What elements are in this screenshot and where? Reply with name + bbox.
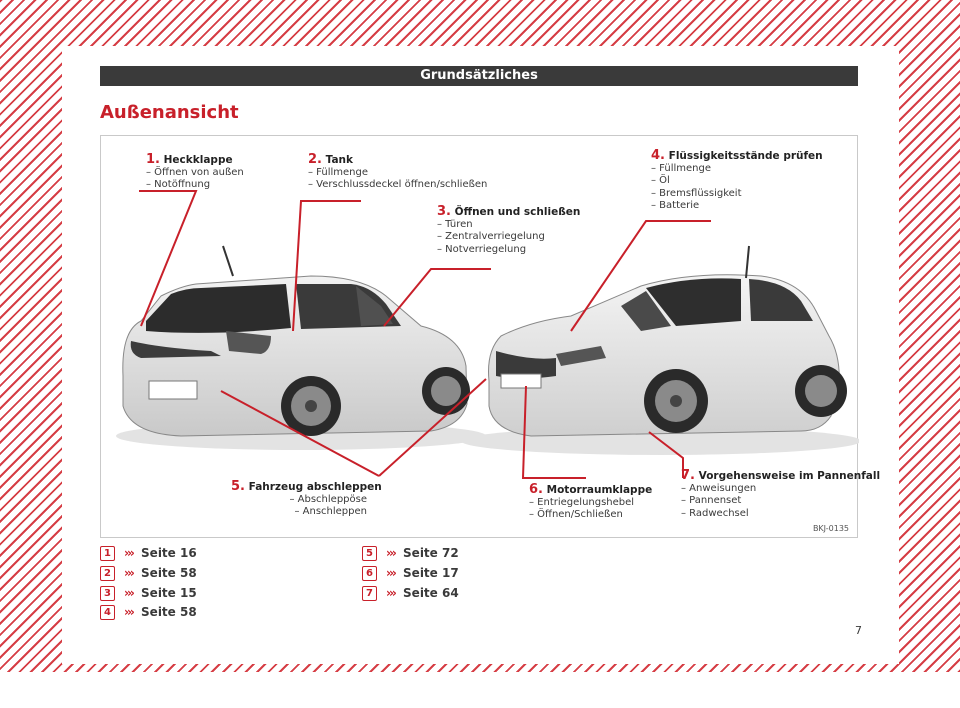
exterior-view-figure: 1. Heckklappe – Öffnen von außen – Notöf…: [100, 135, 880, 538]
callout-tank: 2. Tank – Füllmenge – Verschlussdeckel ö…: [308, 152, 488, 190]
car-illustration: [116, 190, 859, 479]
callout-pannenfall: 7. Vorgehensweise im Pannenfall – Anweis…: [681, 468, 881, 519]
reference-link[interactable]: 4››› Seite 58: [100, 604, 197, 620]
callout-leader-lines: [139, 190, 711, 479]
chevrons-icon: ›››: [386, 546, 397, 560]
reference-badge: 4: [100, 605, 115, 620]
reference-badge: 6: [362, 566, 377, 581]
section-header: Grundsätzliches: [100, 66, 858, 86]
reference-badge: 3: [100, 586, 115, 601]
reference-link[interactable]: 3››› Seite 15: [100, 585, 197, 601]
callout-heckklappe: 1. Heckklappe – Öffnen von außen – Notöf…: [146, 152, 244, 190]
chevrons-icon: ›››: [386, 566, 397, 580]
reference-badge: 2: [100, 566, 115, 581]
reference-link[interactable]: 1››› Seite 16: [100, 545, 197, 561]
figure-code: BKJ-0135: [812, 524, 849, 533]
page-number: 7: [855, 624, 862, 637]
reference-link[interactable]: 7››› Seite 64: [362, 585, 459, 601]
chevrons-icon: ›››: [124, 546, 135, 560]
page-title: Außenansicht: [100, 102, 239, 123]
callout-fluessigkeitsstaende: 4. Flüssigkeitsstände prüfen – Füllmenge…: [651, 148, 823, 211]
chevrons-icon: ›››: [124, 586, 135, 600]
chevrons-icon: ›››: [124, 566, 135, 580]
chevrons-icon: ›››: [124, 605, 135, 619]
callout-abschleppen: 5. Fahrzeug abschleppen – Abschleppöse –…: [231, 479, 382, 517]
reference-badge: 1: [100, 546, 115, 561]
callout-motorraumklappe: 6. Motorraumklappe – Entriegelungshebel …: [529, 482, 653, 520]
reference-badge: 5: [362, 546, 377, 561]
chevrons-icon: ›››: [386, 586, 397, 600]
reference-badge: 7: [362, 586, 377, 601]
front-car-illustration: [461, 245, 859, 455]
reference-link[interactable]: 5››› Seite 72: [362, 545, 459, 561]
reference-link[interactable]: 2››› Seite 58: [100, 565, 197, 581]
callout-oeffnen-schliessen: 3. Öffnen und schließen – Türen – Zentra…: [437, 204, 581, 255]
rear-car-illustration: [116, 245, 486, 450]
reference-link[interactable]: 6››› Seite 17: [362, 565, 459, 581]
